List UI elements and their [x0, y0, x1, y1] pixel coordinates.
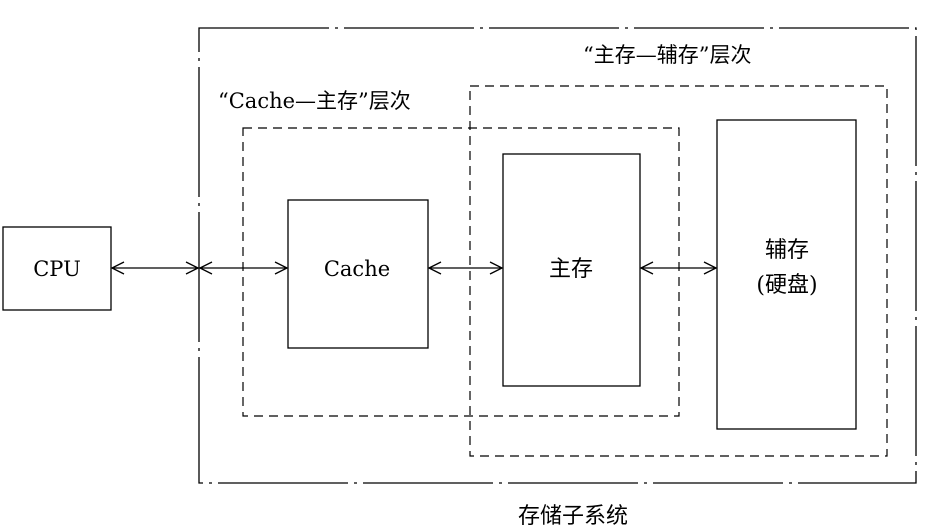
cpu-box [2, 226, 112, 311]
cache-main-level-region [242, 127, 680, 417]
aux-memory-label: 辅存 [765, 238, 809, 263]
cache-main-level-label: “Cache—主存”层次 [218, 89, 411, 113]
cpu-label: CPU [33, 257, 81, 281]
aux-memory-box [716, 119, 857, 430]
storage-subsystem-label: 存储子系统 [518, 504, 628, 529]
main-memory-box [502, 153, 641, 387]
cache-box [287, 199, 429, 349]
cache-label: Cache [324, 257, 390, 281]
main-aux-level-label: “主存—辅存”层次 [583, 43, 751, 67]
aux-memory-sublabel: (硬盘) [756, 273, 817, 298]
main-memory-label: 主存 [549, 257, 593, 282]
storage-subsystem-boundary [198, 27, 917, 484]
